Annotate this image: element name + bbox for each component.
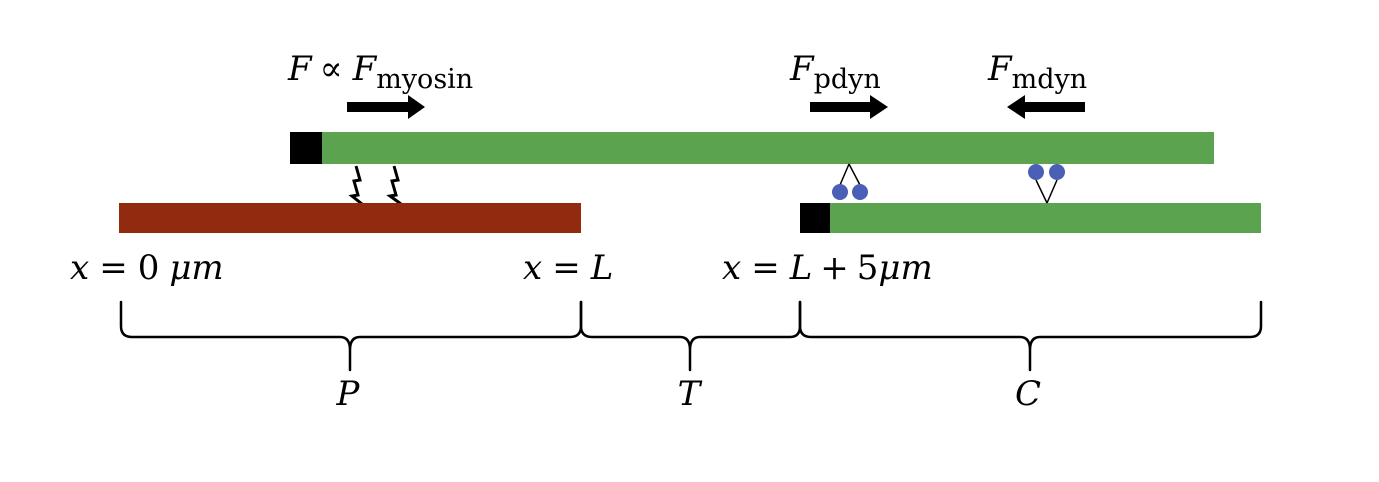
arrow-myosin-right (347, 95, 425, 119)
bottom-green-filament (830, 203, 1261, 233)
top-filament-minus-end-cap (290, 132, 322, 164)
brace-P (119, 300, 583, 372)
arrow-pdyn-right (810, 95, 888, 119)
bottom-red-filament (119, 203, 581, 233)
dynein-head-2 (852, 184, 868, 200)
region-label-T: T (678, 374, 703, 414)
region-label-P: P (336, 374, 361, 414)
label-f-pdyn: Fpdyn (789, 49, 881, 95)
label-f-mdyn: Fmdyn (987, 49, 1087, 95)
label-f-myosin: F∝Fmyosin (287, 49, 473, 95)
label-x-L: x=L (523, 248, 613, 288)
myosin-crossbridge-2 (386, 165, 402, 206)
dynein-head-3 (1028, 164, 1044, 180)
region-label-C: C (1015, 374, 1041, 414)
myosin-crossbridge-1 (348, 165, 363, 206)
dynein-head-4 (1049, 164, 1065, 180)
top-green-filament (322, 132, 1214, 164)
dynein-head-1 (832, 184, 848, 200)
arrow-mdyn-left (1007, 95, 1085, 119)
label-x-L-plus-5: x=L+5μm (722, 248, 933, 288)
brace-C (798, 300, 1263, 372)
brace-T (579, 300, 802, 372)
dynein-minus-motor (1028, 164, 1065, 204)
dynein-plus-motor (832, 163, 868, 200)
bottom-filament-minus-end-cap (800, 203, 830, 233)
